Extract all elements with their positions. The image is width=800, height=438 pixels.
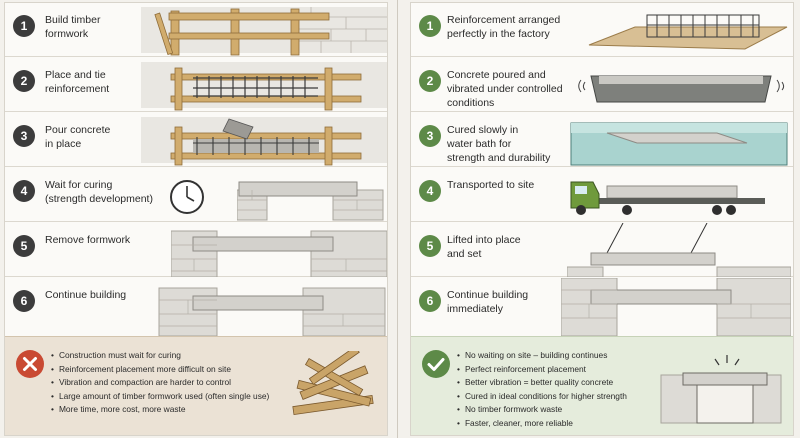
- step-number-badge: 5: [13, 235, 35, 257]
- step-label: Place and tie reinforcement: [45, 69, 110, 95]
- right-step-6: 6 Continue building immediately: [411, 278, 793, 336]
- curing-beam-illustration: [237, 181, 384, 221]
- list-item: Perfect reinforcement placement: [457, 363, 627, 377]
- step-number-badge: 2: [419, 70, 441, 92]
- step-number-badge: 6: [13, 290, 35, 312]
- left-step-2: 2 Place and tie reinforcement: [5, 58, 387, 112]
- installed-precast-illustration: [660, 355, 782, 424]
- precast-benefits: No waiting on site – building continues …: [411, 336, 793, 435]
- step-number-badge: 6: [419, 290, 441, 312]
- factory-casting-illustration: [578, 75, 784, 103]
- concrete-pour-illustration: [141, 117, 387, 166]
- list-item: No timber formwork waste: [457, 403, 627, 417]
- step-label: Build timber formwork: [45, 14, 101, 40]
- water-bath-illustration: [570, 122, 788, 166]
- right-step-2: 2 Concrete poured and vibrated under con…: [411, 58, 793, 112]
- step-label: Transported to site: [447, 179, 535, 191]
- reinforcement-cage-illustration: [141, 62, 387, 111]
- step-label: Cured slowly in water bath for strength …: [447, 124, 551, 164]
- step-label: Continue building immediately: [447, 289, 529, 315]
- right-step-4: 4 Transported to site: [411, 168, 793, 222]
- step-number-badge: 3: [13, 125, 35, 147]
- timber-waste-pile-icon: [292, 351, 374, 415]
- timber-formwork-illustration: [141, 7, 387, 56]
- benefits-list: No waiting on site – building continues …: [457, 349, 627, 431]
- right-step-1: 1 Reinforcement arranged perfectly in th…: [411, 3, 793, 57]
- left-step-3: 3 Pour concrete in place: [5, 113, 387, 167]
- continue-building-illustration: [561, 278, 791, 336]
- list-item: Large amount of timber formwork used (of…: [51, 390, 269, 404]
- step-number-badge: 4: [419, 180, 441, 202]
- step-label: Pour concrete in place: [45, 124, 111, 150]
- step-number-badge: 5: [419, 235, 441, 257]
- step-number-badge: 1: [419, 15, 441, 37]
- crane-lift-illustration: [567, 223, 791, 277]
- check-icon: [422, 350, 450, 378]
- step-label: Lifted into place and set: [447, 234, 521, 260]
- cross-icon: [16, 350, 44, 378]
- step-label: Concrete poured and vibrated under contr…: [447, 69, 563, 109]
- step-number-badge: 1: [13, 15, 35, 37]
- list-item: Faster, cleaner, more reliable: [457, 417, 627, 431]
- list-item: Vibration and compaction are harder to c…: [51, 376, 269, 390]
- in-situ-drawbacks: Construction must wait for curing Reinfo…: [5, 336, 387, 435]
- step-label: Continue building: [45, 289, 127, 301]
- right-step-3: 3 Cured slowly in water bath for strengt…: [411, 113, 793, 167]
- step-label: Remove formwork: [45, 234, 131, 246]
- clock-icon: [170, 180, 204, 214]
- step-number-badge: 3: [419, 125, 441, 147]
- right-step-5: 5 Lifted into place and set: [411, 223, 793, 277]
- step-label: Reinforcement arranged perfectly in the …: [447, 14, 561, 40]
- continue-building-illustration: [158, 287, 386, 336]
- list-item: Construction must wait for curing: [51, 349, 269, 363]
- list-item: Reinforcement placement more difficult o…: [51, 363, 269, 377]
- formwork-removed-illustration: [171, 230, 387, 277]
- step-number-badge: 2: [13, 70, 35, 92]
- left-step-4: 4 Wait for curing (strength development): [5, 168, 387, 222]
- factory-reinforcement-illustration: [588, 14, 788, 50]
- left-step-1: 1 Build timber formwork: [5, 3, 387, 57]
- list-item: More time, more cost, more waste: [51, 403, 269, 417]
- left-step-5: 5 Remove formwork: [5, 223, 387, 277]
- precast-panel: 1 Reinforcement arranged perfectly in th…: [410, 2, 794, 436]
- drawbacks-list: Construction must wait for curing Reinfo…: [51, 349, 269, 417]
- step-label: Wait for curing (strength development): [45, 179, 153, 205]
- in-situ-panel: 1 Build timber formwork 2 Place and tie …: [4, 2, 388, 436]
- left-step-6: 6 Continue building: [5, 278, 387, 336]
- step-number-badge: 4: [13, 180, 35, 202]
- panel-divider: [397, 0, 398, 438]
- list-item: No waiting on site – building continues: [457, 349, 627, 363]
- list-item: Better vibration = better quality concre…: [457, 376, 627, 390]
- truck-transport-illustration: [570, 181, 765, 215]
- list-item: Cured in ideal conditions for higher str…: [457, 390, 627, 404]
